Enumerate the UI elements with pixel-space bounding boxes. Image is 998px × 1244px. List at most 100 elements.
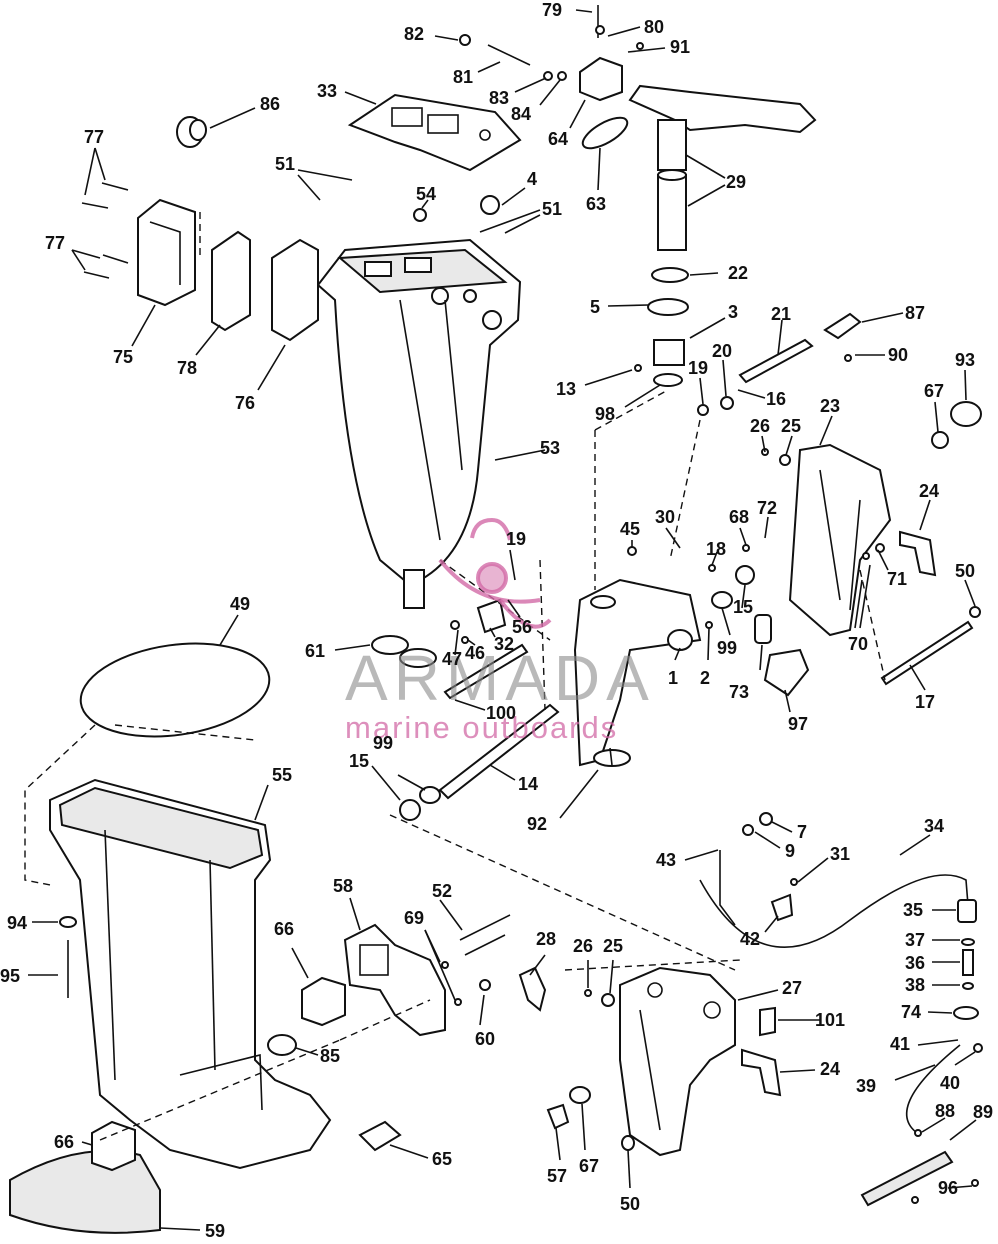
callout-55: 55 <box>272 765 292 785</box>
part-15-washer-lower <box>399 799 421 821</box>
callout-32: 32 <box>494 634 514 654</box>
part-5-seal <box>647 298 689 316</box>
callout-50-lower: 50 <box>620 1194 640 1214</box>
callout-79: 79 <box>542 0 562 20</box>
callout-77-top: 77 <box>84 127 104 147</box>
part-23-stern-bracket <box>788 443 892 637</box>
part-66-pad-lower <box>91 1120 136 1172</box>
callout-49: 49 <box>230 594 250 614</box>
callout-25-lower: 25 <box>603 936 623 956</box>
small-fasteners <box>413 25 983 1204</box>
callout-35: 35 <box>903 900 923 920</box>
callout-58: 58 <box>333 876 353 896</box>
callout-99-mid: 99 <box>717 638 737 658</box>
part-99-bushing <box>711 591 733 609</box>
part-99-bushing-lower <box>419 786 441 804</box>
callout-43: 43 <box>656 850 676 870</box>
part-29-steering-arm <box>628 84 817 251</box>
callout-80: 80 <box>644 17 664 37</box>
callout-75: 75 <box>113 347 133 367</box>
part-61-seals <box>371 635 437 668</box>
part-63-seal <box>581 116 629 150</box>
part-81-bolt <box>487 44 531 66</box>
part-92-bushing <box>593 749 631 767</box>
callout-36: 36 <box>905 953 925 973</box>
callout-71: 71 <box>887 569 907 589</box>
callout-73: 73 <box>729 682 749 702</box>
callout-51-right: 51 <box>542 199 562 219</box>
watermark-brand: ARMADA <box>345 642 655 714</box>
callout-56: 56 <box>512 617 532 637</box>
callout-7: 7 <box>797 822 807 842</box>
callout-78: 78 <box>177 358 197 378</box>
callout-34: 34 <box>924 816 944 836</box>
part-50-nut-lower <box>621 1135 635 1151</box>
callout-63: 63 <box>586 194 606 214</box>
part-24-clamp-screw <box>899 530 937 577</box>
callout-98: 98 <box>595 404 615 424</box>
callout-51-left: 51 <box>275 154 295 174</box>
callout-20: 20 <box>712 341 732 361</box>
callout-45: 45 <box>620 519 640 539</box>
part-22-ring <box>651 267 689 283</box>
callout-68: 68 <box>729 507 749 527</box>
callout-69: 69 <box>404 908 424 928</box>
part-78-gasket <box>211 230 251 332</box>
callout-92: 92 <box>527 814 547 834</box>
callout-33: 33 <box>317 81 337 101</box>
callout-14: 14 <box>518 774 538 794</box>
callout-39: 39 <box>856 1076 876 1096</box>
callout-65: 65 <box>432 1149 452 1169</box>
callout-64: 64 <box>548 129 568 149</box>
callout-25-top: 25 <box>781 416 801 436</box>
part-52-bolts <box>459 914 511 956</box>
callout-21: 21 <box>771 304 791 324</box>
callout-94: 94 <box>7 913 27 933</box>
part-55-lower-housing <box>49 778 332 1170</box>
callout-72: 72 <box>757 498 777 518</box>
callout-40: 40 <box>940 1073 960 1093</box>
part-86-grommet <box>176 116 207 148</box>
part-66-pad-upper <box>301 976 346 1027</box>
callout-66-upper: 66 <box>274 919 294 939</box>
part-65-block <box>358 1120 402 1152</box>
callout-90: 90 <box>888 345 908 365</box>
callout-50-right: 50 <box>955 561 975 581</box>
callout-97: 97 <box>788 714 808 734</box>
callout-15-lower: 15 <box>349 751 369 771</box>
part-93-cap <box>950 401 982 427</box>
part-85-grommet <box>267 1034 297 1056</box>
callout-60: 60 <box>475 1029 495 1049</box>
callout-67-lower: 67 <box>579 1156 599 1176</box>
callout-77-bottom: 77 <box>45 233 65 253</box>
callout-86: 86 <box>260 94 280 114</box>
callout-95: 95 <box>0 966 20 986</box>
callout-19-top: 19 <box>688 358 708 378</box>
callout-89: 89 <box>973 1102 993 1122</box>
callout-52: 52 <box>432 881 452 901</box>
callout-31: 31 <box>830 844 850 864</box>
callout-96: 96 <box>938 1178 958 1198</box>
part-15-washer <box>735 565 755 585</box>
callout-54: 54 <box>416 184 436 204</box>
callout-42: 42 <box>740 929 760 949</box>
callout-91: 91 <box>670 37 690 57</box>
part-37-oring <box>961 938 975 946</box>
callout-59: 59 <box>205 1221 225 1241</box>
callout-29: 29 <box>726 172 746 192</box>
watermark-anchor-logo <box>438 518 552 629</box>
part-21-shaft <box>738 338 814 384</box>
part-33-gasket <box>347 93 522 172</box>
callout-26-top: 26 <box>750 416 770 436</box>
part-39-wire <box>905 1044 961 1136</box>
part-17-tilt-tube <box>880 620 974 686</box>
callout-76: 76 <box>235 393 255 413</box>
callout-47: 47 <box>442 649 462 669</box>
callout-53: 53 <box>540 438 560 458</box>
part-76-plate <box>271 238 319 342</box>
part-28-handle <box>518 966 547 1012</box>
watermark: ARMADA marine outboards <box>345 518 655 745</box>
part-87-lever <box>823 312 862 340</box>
watermark-tagline: marine outboards <box>345 710 618 745</box>
